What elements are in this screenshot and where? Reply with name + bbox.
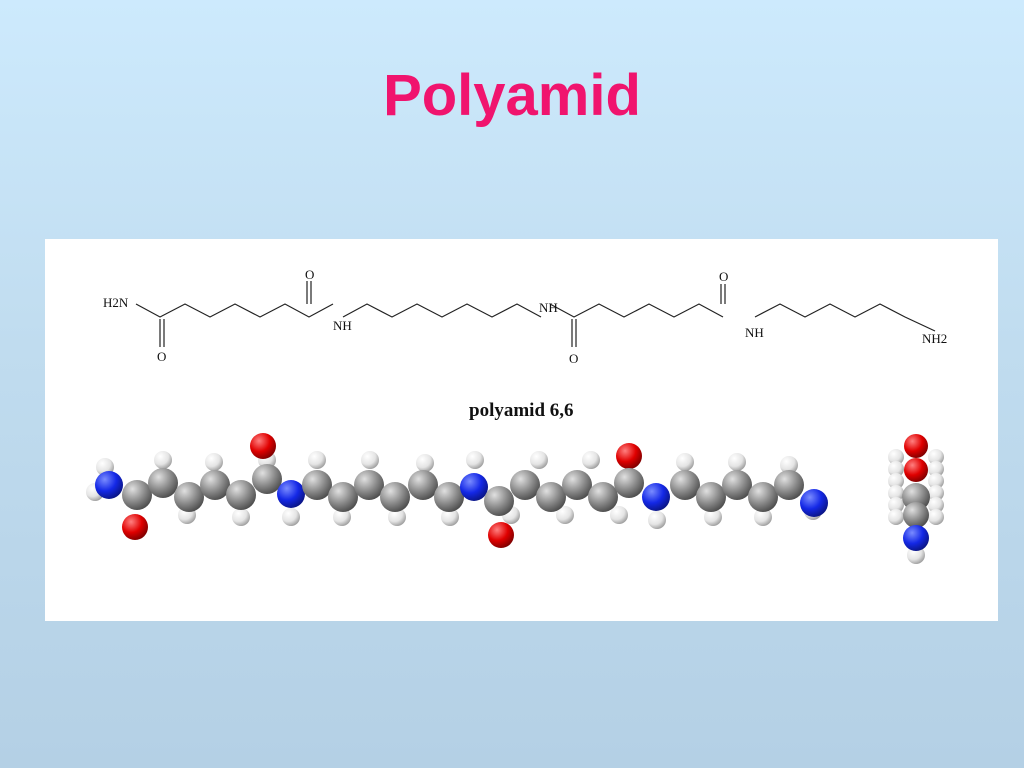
hydrogen-atom <box>361 451 379 469</box>
carbon-atom <box>748 482 778 512</box>
nitrogen-atom <box>95 471 123 499</box>
carbon-atom <box>696 482 726 512</box>
hydrogen-atom <box>780 456 798 474</box>
carbon-atom <box>302 470 332 500</box>
carbon-atom <box>380 482 410 512</box>
carbon-atom <box>774 470 804 500</box>
hydrogen-atom <box>416 454 434 472</box>
carbon-atom <box>510 470 540 500</box>
amide-nh-label-3: NH <box>745 325 764 340</box>
amide-nh-label-1: NH <box>333 318 352 333</box>
end-group-left: H2N <box>103 295 129 310</box>
hydrogen-atom <box>704 508 722 526</box>
hydrogen-atom <box>728 453 746 471</box>
hydrogen-atom <box>154 451 172 469</box>
oxygen-atom <box>488 522 514 548</box>
hydrogen-atom <box>754 508 772 526</box>
carbon-atom <box>722 470 752 500</box>
slide-title: Polyamid <box>383 63 641 128</box>
hydrogen-atom <box>888 461 904 477</box>
carbon-atom <box>614 468 644 498</box>
hydrogen-atom <box>282 508 300 526</box>
hydrogen-atom <box>610 506 628 524</box>
end-group-right: NH2 <box>922 331 947 346</box>
carbon-atom <box>408 470 438 500</box>
hydrogen-atom <box>232 508 250 526</box>
hydrogen-atom <box>928 485 944 501</box>
oxygen-atom <box>904 458 928 482</box>
hydrogen-atom <box>388 508 406 526</box>
backbone-bond-diamine-1 <box>342 303 542 318</box>
hydrogen-atom <box>928 461 944 477</box>
end-view-model <box>888 434 944 564</box>
carbon-atom <box>354 470 384 500</box>
space-filling-model <box>86 433 828 548</box>
backbone-bond-diamine-2 <box>754 303 936 332</box>
carbon-atom <box>252 464 282 494</box>
hydrogen-atom <box>308 451 326 469</box>
hydrogen-atom <box>928 473 944 489</box>
carbon-atom <box>148 468 178 498</box>
oxygen-label-4: O <box>719 269 728 284</box>
nitrogen-atom <box>460 473 488 501</box>
nitrogen-atom <box>800 489 828 517</box>
hydrogen-atom <box>928 509 944 525</box>
nitrogen-atom <box>642 483 670 511</box>
structural-formula <box>135 281 936 347</box>
carbon-atom <box>588 482 618 512</box>
oxygen-atom <box>250 433 276 459</box>
hydrogen-atom <box>205 453 223 471</box>
hydrogen-atom <box>441 508 459 526</box>
backbone-bond-left-acid <box>135 303 334 318</box>
oxygen-label-2: O <box>305 267 314 282</box>
backbone-bond-right-acid <box>549 303 724 318</box>
hydrogen-atom <box>888 497 904 513</box>
molecule-figure-panel: H2N O O NH NH O O NH NH2 polyamid 6,6 <box>45 239 998 621</box>
oxygen-label-1: O <box>157 349 166 364</box>
carbon-atom <box>200 470 230 500</box>
hydrogen-atom <box>582 451 600 469</box>
carbon-atom <box>536 482 566 512</box>
carbon-atom <box>902 483 930 511</box>
structural-formula-labels: H2N O O NH NH O O NH NH2 <box>103 267 947 366</box>
molecule-figure: H2N O O NH NH O O NH NH2 polyamid 6,6 <box>86 267 947 564</box>
hydrogen-atom <box>928 449 944 465</box>
oxygen-atom <box>904 434 928 458</box>
carbon-atom <box>562 470 592 500</box>
carbon-atom <box>226 480 256 510</box>
figure-caption: polyamid 6,6 <box>469 400 574 421</box>
hydrogen-atom <box>466 451 484 469</box>
hydrogen-atom <box>888 449 904 465</box>
nitrogen-atom <box>277 480 305 508</box>
carbon-atom <box>434 482 464 512</box>
hydrogen-atom <box>928 497 944 513</box>
carbon-atom <box>903 502 929 528</box>
hydrogen-atom <box>648 511 666 529</box>
amide-nh-label-2: NH <box>539 300 558 315</box>
hydrogen-atom <box>530 451 548 469</box>
oxygen-atom <box>122 514 148 540</box>
carbon-atom <box>670 470 700 500</box>
hydrogen-atom <box>888 485 904 501</box>
hydrogen-atom <box>888 509 904 525</box>
hydrogen-atom <box>907 546 925 564</box>
hydrogen-atom <box>676 453 694 471</box>
hydrogen-atom <box>888 473 904 489</box>
oxygen-label-3: O <box>569 351 578 366</box>
carbon-atom <box>174 482 204 512</box>
hydrogen-atom <box>333 508 351 526</box>
nitrogen-atom <box>903 525 929 551</box>
oxygen-atom <box>616 443 642 469</box>
carbon-atom <box>328 482 358 512</box>
carbon-atom <box>122 480 152 510</box>
carbon-atom <box>484 486 514 516</box>
hydrogen-atom <box>556 506 574 524</box>
